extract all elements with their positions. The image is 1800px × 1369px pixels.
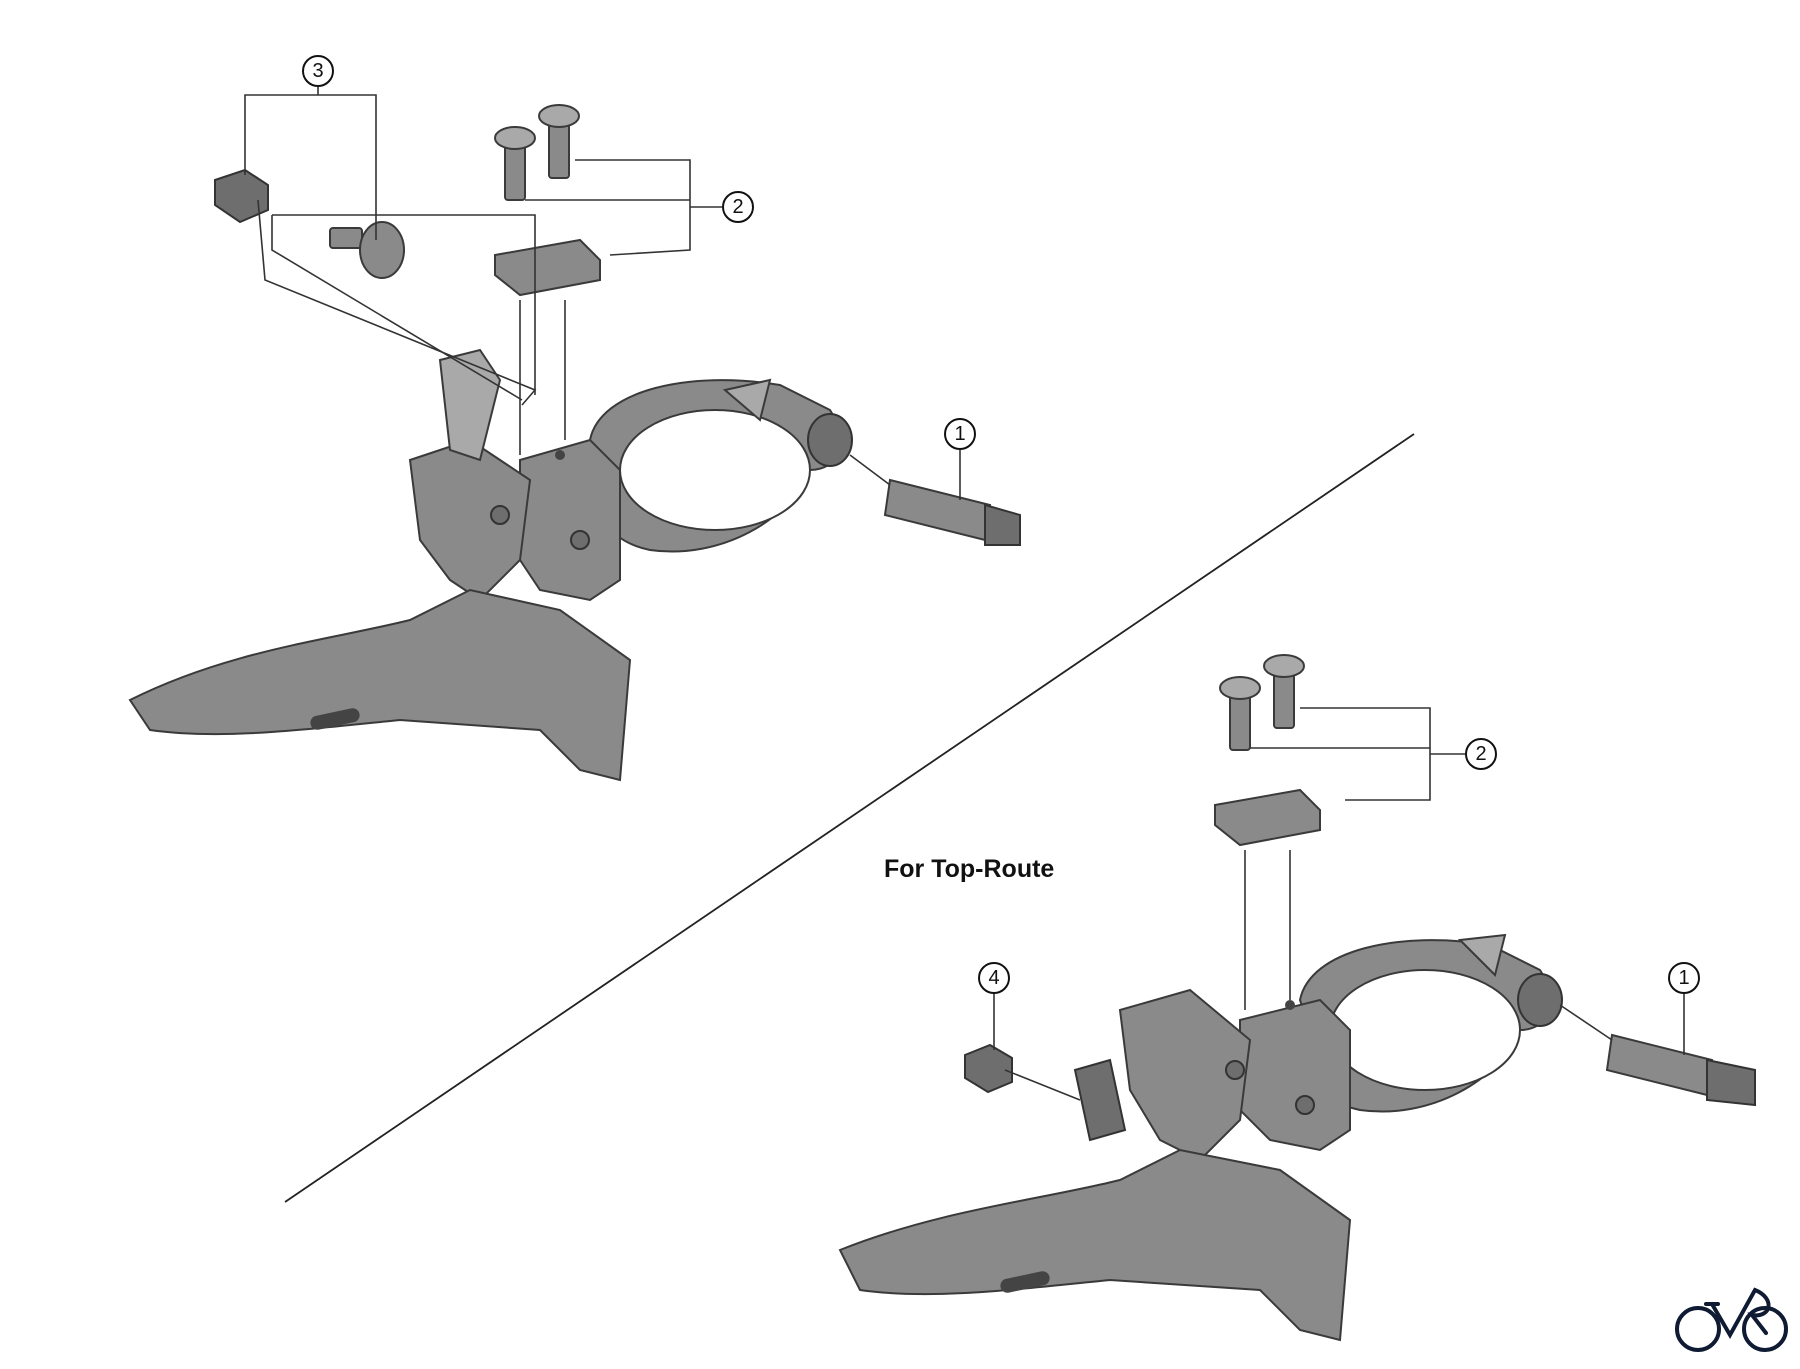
- svg-text:2: 2: [1475, 743, 1486, 765]
- callout-4-lower: 4: [978, 962, 1010, 994]
- svg-text:1: 1: [1678, 967, 1689, 989]
- clamp-body: [1239, 998, 1351, 1152]
- svg-text:2: 2: [732, 196, 743, 218]
- nut: [214, 168, 269, 224]
- nut: [964, 1043, 1013, 1094]
- callout-1-upper: 1: [944, 418, 976, 450]
- cable-anchor: [438, 348, 502, 462]
- svg-text:3: 3: [312, 60, 323, 82]
- divider-line: [284, 433, 1415, 1203]
- top-route-caption: For Top-Route: [884, 855, 1055, 883]
- chain-guide-cage: [128, 588, 632, 782]
- callout-1-lower: 1: [1668, 962, 1700, 994]
- upper-derailleur-assembly: [128, 86, 1021, 782]
- clamp-bolt: [1605, 1033, 1714, 1097]
- clamp-bolt: [883, 478, 992, 542]
- clamp-body: [519, 438, 621, 602]
- link-arm: [408, 438, 532, 602]
- cable-plate: [494, 238, 601, 297]
- lower-derailleur-assembly: [838, 654, 1756, 1342]
- bicycle-logo-icon: [1675, 1287, 1788, 1352]
- link-arm: [1118, 988, 1252, 1162]
- callout-2-lower: 2: [1465, 738, 1497, 770]
- chain-guide-cage: [838, 1148, 1352, 1342]
- svg-text:1: 1: [954, 423, 965, 445]
- callout-2-upper: 2: [722, 191, 754, 223]
- cable-plate: [1214, 788, 1321, 847]
- callout-3-upper: 3: [302, 55, 334, 87]
- svg-text:4: 4: [988, 967, 999, 989]
